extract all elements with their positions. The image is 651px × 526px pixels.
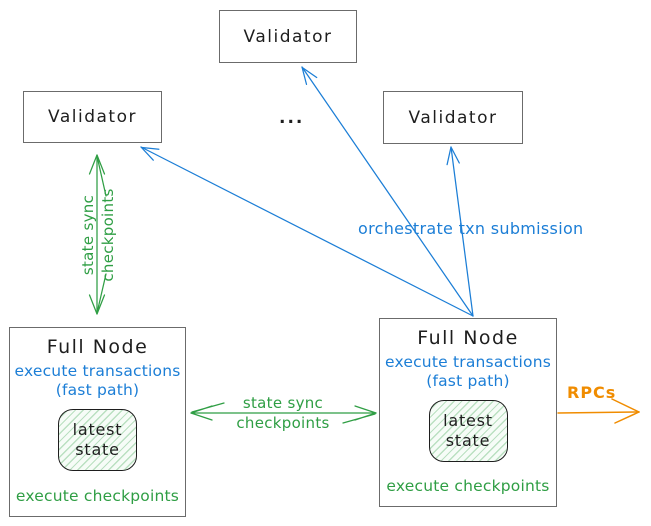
validator-box-right: Validator — [383, 91, 523, 144]
validator-label: Validator — [408, 107, 498, 128]
execute-transactions-line1: execute transactions — [384, 353, 552, 371]
validator-box-left: Validator — [23, 91, 162, 143]
state-sync-label-line2: checkpoints — [236, 414, 330, 432]
execute-transactions-line2: (fast path) — [426, 372, 510, 390]
state-sync-horizontal-label: state sync checkpoints — [198, 393, 368, 433]
rpcs-arrow — [557, 398, 640, 424]
state-sync-label-line1: state sync — [79, 194, 97, 276]
execute-transactions-label: execute transactions (fast path) — [14, 362, 180, 400]
latest-state-line2: state — [75, 440, 120, 459]
state-sync-label-line2: checkpoints — [99, 188, 117, 282]
latest-state-line1: latest — [443, 411, 493, 430]
more-validators-ellipsis: ... — [279, 108, 305, 128]
full-node-box-right: Full Node execute transactions (fast pat… — [379, 318, 557, 507]
validator-label: Validator — [48, 107, 137, 127]
full-node-box-left: Full Node execute transactions (fast pat… — [9, 327, 186, 517]
execute-checkpoints-label: execute checkpoints — [15, 487, 180, 505]
rpcs-label: RPCs — [567, 383, 617, 402]
validator-label: Validator — [243, 26, 333, 47]
execute-transactions-line1: execute transactions — [14, 362, 181, 380]
execute-checkpoints-label: execute checkpoints — [386, 477, 550, 495]
orchestrate-txn-submission-label: orchestrate txn submission — [358, 219, 584, 238]
latest-state-line2: state — [445, 431, 491, 450]
latest-state-box: latest state — [58, 409, 137, 471]
execute-transactions-label: execute transactions (fast path) — [385, 353, 551, 391]
latest-state-box: latest state — [428, 400, 508, 462]
full-node-title: Full Node — [46, 336, 149, 358]
state-sync-label-line1: state sync — [242, 394, 324, 412]
validator-box-top: Validator — [219, 10, 357, 63]
execute-transactions-line2: (fast path) — [55, 381, 140, 399]
latest-state-line1: latest — [72, 420, 123, 439]
state-sync-vertical-label: state sync checkpoints — [78, 150, 118, 320]
full-node-title: Full Node — [417, 327, 519, 349]
